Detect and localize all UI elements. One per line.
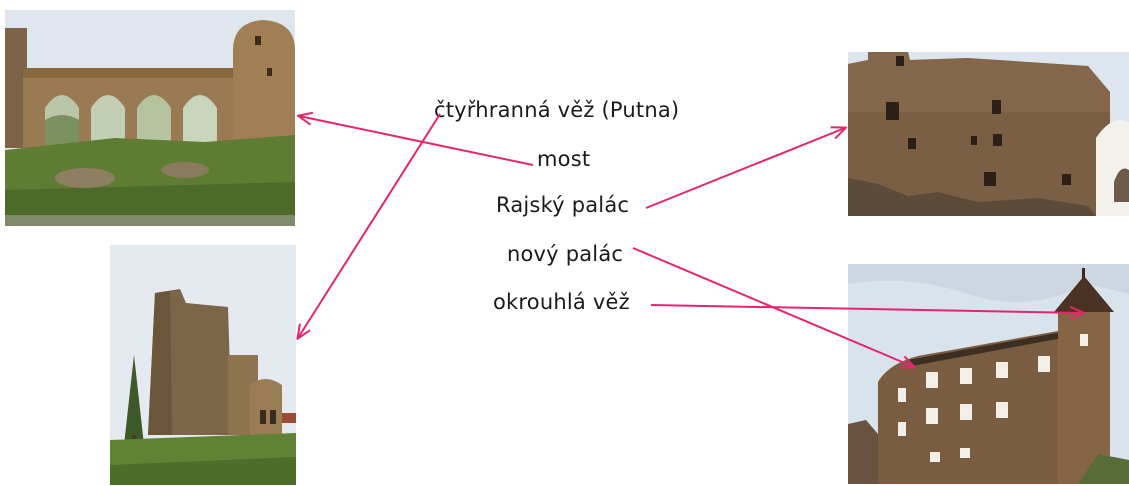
label-rajsky-palace: Rajský palác xyxy=(496,193,630,217)
photo-castle-palace xyxy=(848,264,1129,484)
photo-square-tower xyxy=(110,245,296,485)
photo-palace-wall xyxy=(848,52,1129,216)
arrow-rajsky-palace xyxy=(645,128,845,209)
arrow-square-tower xyxy=(298,113,441,338)
label-square-tower: čtyřhranná věž (Putna) xyxy=(434,98,680,122)
label-bridge: most xyxy=(537,147,591,171)
label-round-tower: okrouhlá věž xyxy=(493,290,630,314)
arrow-bridge xyxy=(299,116,534,166)
arrow-round-tower xyxy=(650,304,1083,313)
label-new-palace: nový palác xyxy=(507,242,624,266)
photo-bridge xyxy=(5,10,295,226)
